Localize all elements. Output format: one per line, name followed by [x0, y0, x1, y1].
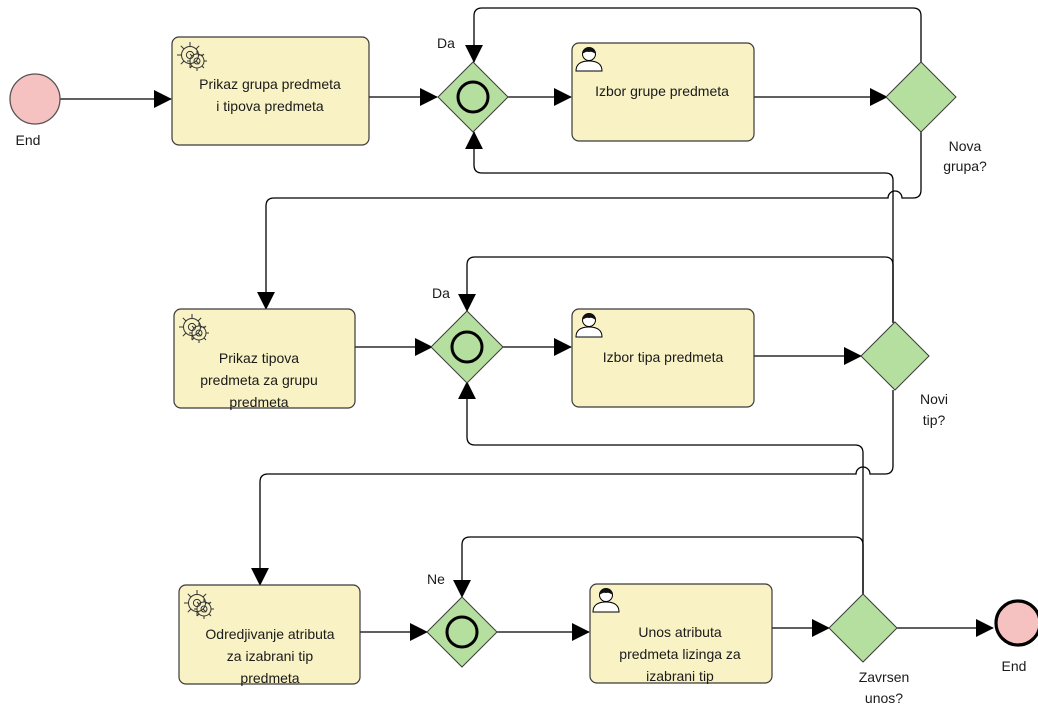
task-izbor-grupe: Izbor grupe predmeta	[571, 42, 755, 142]
task-izbor-tipa: Izbor tipa predmeta	[571, 308, 755, 408]
task-label-line: predmeta	[240, 670, 299, 686]
task-label-line: Izbor tipa predmeta	[603, 349, 724, 365]
flow-g3-loop-back-to-g1	[465, 131, 894, 323]
task-label-line: Prikaz tipova	[219, 350, 299, 366]
end-event-label: End	[1002, 658, 1027, 674]
flow-g2-loop-da	[465, 7, 922, 63]
task-label-line: Unos atributa	[638, 624, 721, 640]
gateway-zavrsen-unos: Zavrsen unos?	[828, 593, 910, 706]
flow-label-ne: Ne	[427, 571, 445, 587]
gateway-label-line: Nova	[949, 138, 982, 154]
gateway-nova-grupa: Nova grupa?	[885, 61, 987, 174]
task-label-line: predmeta lizinga za	[619, 646, 741, 662]
flow-label-da: Da	[437, 35, 455, 51]
start-event-label: End	[16, 132, 41, 148]
gateway-inclusive-3	[426, 596, 498, 668]
flow-g6-loop-ne	[453, 536, 864, 598]
start-event: End	[9, 73, 61, 148]
task-label-line: predmeta za grupu	[200, 372, 318, 388]
task-label-line: Prikaz grupa predmeta	[199, 76, 341, 92]
task-odredjivanje-atributa: Odredjivanje atributa za izabrani tip pr…	[178, 584, 361, 686]
gateway-label-line: tip?	[923, 412, 946, 428]
gateway-label-line: Zavrsen	[859, 669, 910, 685]
flow-label-da: Da	[432, 285, 450, 301]
task-label-line: za izabrani tip	[227, 648, 314, 664]
gateway-inclusive-1	[437, 61, 509, 133]
end-event: End	[994, 599, 1038, 674]
gateway-label-line: Novi	[920, 391, 948, 407]
gateway-inclusive-2	[430, 310, 504, 384]
task-label-line: predmeta	[229, 394, 288, 410]
task-prikaz-grupa: Prikaz grupa predmeta i tipova predmeta	[171, 36, 370, 146]
flow-g4-loop-da	[458, 256, 894, 322]
task-label-line: izabrani tip	[646, 668, 714, 684]
flow-g2-to-t3	[257, 131, 922, 310]
task-unos-atributa: Unos atributa predmeta lizinga za izabra…	[589, 583, 773, 684]
task-label-line: i tipova predmeta	[216, 98, 324, 114]
sequence-flows	[60, 7, 994, 641]
task-prikaz-tipova: Prikaz tipova predmeta za grupu predmeta	[173, 308, 356, 410]
task-label-line: Odredjivanje atributa	[205, 626, 334, 642]
task-label-line: Izbor grupe predmeta	[595, 83, 729, 99]
gateway-label-line: grupa?	[943, 158, 987, 174]
flow-g4-to-t5	[251, 390, 894, 586]
gateway-label-line: unos?	[865, 690, 903, 706]
flow-g6-loop-back-to-g3	[458, 381, 864, 597]
gateway-novi-tip: Novi tip?	[860, 321, 948, 428]
